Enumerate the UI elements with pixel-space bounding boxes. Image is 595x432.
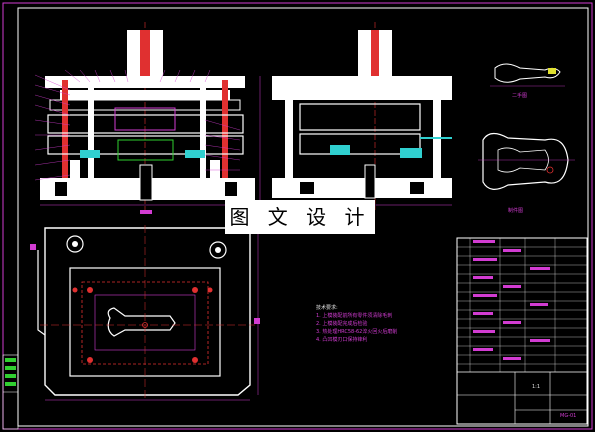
note-item: 1. 上模装配前所有零件须清除毛刺: [316, 313, 393, 319]
left-margin-strip: [2, 354, 19, 430]
part-view-top: [490, 63, 565, 87]
part-view-bottom: [478, 132, 575, 190]
inner-frame: [17, 7, 589, 427]
banner-title: 图 文 设 计: [225, 200, 375, 234]
view-b-label: 制件图: [508, 208, 524, 214]
note-item: 4. 凸凹模刃口保持锋利: [316, 337, 368, 343]
main-section-view: [34, 22, 261, 214]
drawing-number: MG-01: [560, 413, 577, 419]
plan-view: [30, 225, 260, 401]
parts-list-table: [456, 237, 588, 425]
note-item: 3. 热处理HRC58-62淬火回火后磨削: [316, 329, 398, 335]
note-item: 2. 上模装配完成后检验: [316, 321, 368, 327]
notes-heading: 技术要求:: [316, 305, 338, 311]
view-a-label: 二手图: [512, 93, 528, 99]
technical-notes: 技术要求: 1. 上模装配前所有零件须清除毛刺 2. 上模装配完成后检验 3. …: [316, 304, 397, 344]
scale-ratio: 1:1: [532, 384, 541, 390]
side-section-view: [272, 22, 452, 210]
